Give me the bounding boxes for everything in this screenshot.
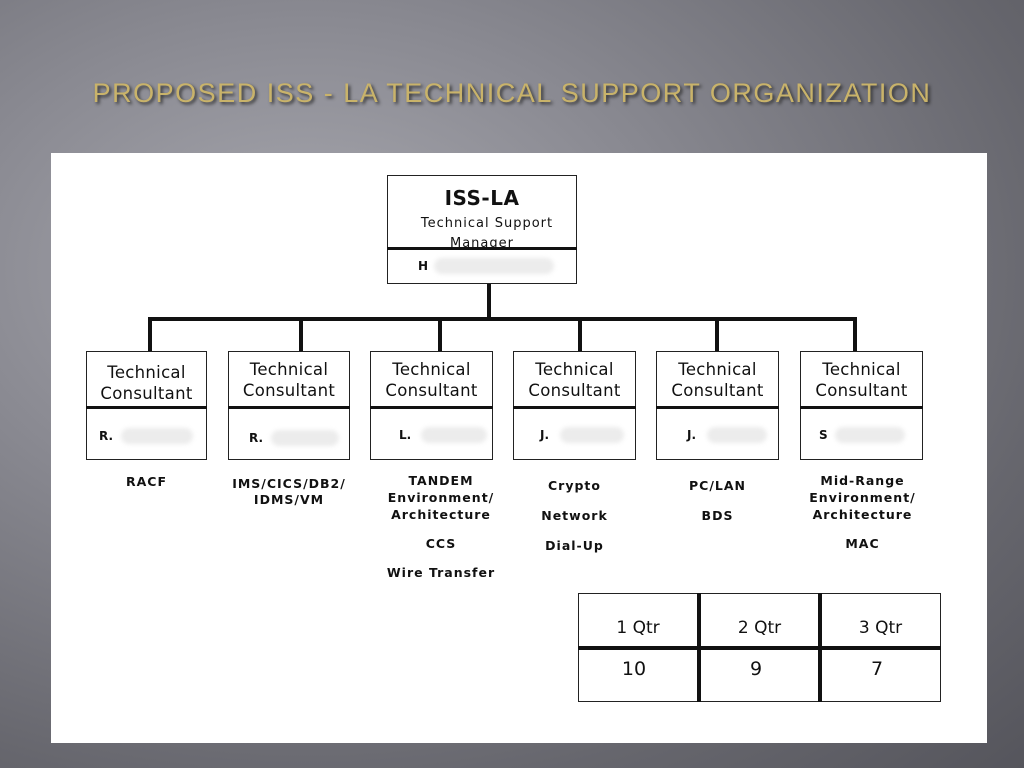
consultant-name: R. — [249, 431, 264, 445]
consultant-label-line1: Technical — [678, 360, 757, 379]
area-item: Environment/ — [387, 490, 495, 505]
manager-name: H — [418, 259, 429, 273]
connector-manager-down — [487, 283, 491, 319]
quarter-header: 1 Qtr — [616, 618, 660, 638]
consultant-box-3: Technical Consultant L. — [370, 351, 493, 460]
area-item: PC/LAN — [688, 478, 746, 493]
consultant-name: R. — [99, 429, 114, 443]
consultant-areas-6: Mid-Range Environment/ Architecture MAC — [795, 472, 930, 552]
consultant-label-line1: Technical — [249, 360, 329, 379]
quarter-value: 7 — [870, 658, 884, 680]
consultant-name: L. — [399, 428, 412, 442]
manager-subtitle-line1: Technical Support — [420, 216, 554, 231]
consultant-areas-2: IMS/CICS/DB2/ IDMS/VM — [219, 476, 359, 508]
connector-drop-1 — [148, 317, 152, 351]
connector-horizontal-bus — [148, 317, 857, 321]
redacted-name — [707, 427, 767, 443]
manager-divider — [387, 247, 577, 250]
consultant-box-6: Technical Consultant S — [800, 351, 923, 460]
consultant-name: S — [819, 428, 828, 442]
quarter-header: 3 Qtr — [858, 618, 903, 638]
consultant-divider — [656, 406, 779, 409]
quarter-value: 9 — [749, 658, 763, 680]
consultant-label-line1: Technical — [107, 363, 186, 382]
consultant-divider — [513, 406, 636, 409]
consultant-label-line2: Consultant — [671, 381, 764, 400]
consultant-areas-4: Crypto Network Dial-Up — [513, 471, 636, 561]
area-item: Dial-Up — [545, 538, 604, 553]
manager-header: ISS-LA Technical Support Manager — [388, 176, 576, 254]
area-item: Mid-Range — [820, 473, 905, 488]
consultant-label-line2: Consultant — [242, 381, 336, 400]
consultant-box-5: Technical Consultant J. — [656, 351, 779, 460]
consultant-divider — [800, 406, 923, 409]
redacted-name — [271, 430, 339, 446]
consultant-name: J. — [540, 428, 550, 442]
area-item: Network — [541, 508, 608, 523]
area-item: Crypto — [548, 478, 601, 493]
manager-subtitle-line2: Manager — [450, 236, 514, 251]
area-item: Wire Transfer — [386, 565, 496, 580]
area-item: MAC — [845, 536, 880, 551]
quarter-value: 10 — [621, 658, 647, 680]
consultant-name: J. — [687, 428, 697, 442]
slide-title: PROPOSED ISS - LA TECHNICAL SUPPORT ORGA… — [92, 78, 932, 108]
connector-drop-3 — [438, 317, 442, 351]
consultant-label-line2: Consultant — [100, 384, 193, 403]
quarters-table: 1 Qtr 2 Qtr 3 Qtr 10 9 7 — [578, 593, 941, 702]
connector-drop-4 — [578, 317, 582, 351]
connector-drop-5 — [715, 317, 719, 351]
consultant-label-line1: Technical — [822, 360, 901, 379]
consultant-box-1: Technical Consultant R. — [86, 351, 207, 460]
area-item: RACF — [125, 474, 167, 489]
redacted-name — [421, 427, 487, 443]
connector-drop-6 — [853, 317, 857, 351]
connector-drop-2 — [299, 317, 303, 351]
consultant-label-line2: Consultant — [528, 381, 621, 400]
consultant-divider — [86, 406, 207, 409]
redacted-name — [835, 427, 905, 443]
consultant-areas-3: TANDEM Environment/ Architecture CCS Wir… — [370, 472, 512, 581]
quarter-header: 2 Qtr — [737, 618, 782, 638]
area-item: BDS — [701, 508, 734, 523]
consultant-divider — [370, 406, 493, 409]
area-item: Environment/ — [809, 490, 916, 505]
area-item: IMS/CICS/DB2/ — [232, 476, 346, 491]
redacted-name — [434, 258, 554, 274]
area-item: TANDEM — [408, 473, 474, 488]
consultant-box-4: Technical Consultant J. — [513, 351, 636, 460]
redacted-name — [121, 428, 193, 444]
manager-title: ISS-LA — [444, 186, 520, 210]
consultant-box-2: Technical Consultant R. — [228, 351, 350, 460]
consultant-label-line1: Technical — [535, 360, 614, 379]
table-row-divider — [578, 646, 941, 650]
consultant-divider — [228, 406, 350, 409]
consultant-label-line2: Consultant — [815, 381, 908, 400]
org-chart-panel: ISS-LA Technical Support Manager H Techn… — [51, 153, 987, 743]
manager-box: ISS-LA Technical Support Manager H — [387, 175, 577, 284]
redacted-name — [560, 427, 624, 443]
consultant-areas-1: RACF — [86, 473, 207, 490]
area-item: CCS — [425, 536, 457, 551]
consultant-label-line1: Technical — [392, 360, 471, 379]
consultant-areas-5: PC/LAN BDS — [656, 471, 779, 531]
area-item: Architecture — [812, 507, 913, 522]
area-item: Architecture — [391, 507, 491, 522]
consultant-label-line2: Consultant — [385, 381, 478, 400]
area-item: IDMS/VM — [253, 492, 325, 507]
